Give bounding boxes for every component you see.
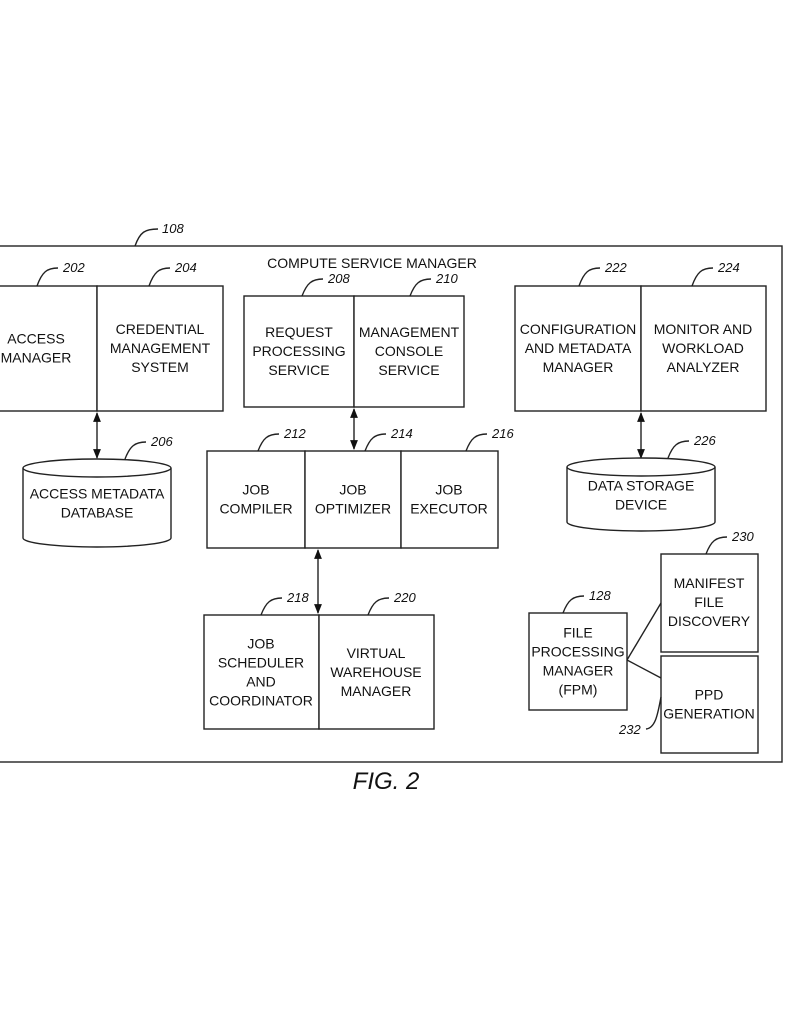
ref-230: 230 [731,529,754,544]
job-executor-label: JOB EXECUTOR [410,482,488,517]
ref-224: 224 [717,260,740,275]
job-optimizer-box: JOB OPTIMIZER 214 [304,426,413,549]
label-line: JOB [247,636,274,652]
file-processing-manager-label: FILE PROCESSING MANAGER (FPM) [531,625,624,698]
ref-leader-108 [134,228,159,247]
label-line: ACCESS METADATA [30,486,165,502]
label-line: DATABASE [61,505,134,521]
label-line: FILE [563,625,593,641]
label-line: JOB [435,482,462,498]
connector-fpm-to-manifest [626,602,662,661]
label-line: REQUEST [265,324,333,340]
ref-222: 222 [604,260,627,275]
figure-label: FIG. 2 [353,768,420,795]
label-line: ANALYZER [667,359,740,375]
access-manager-label: ACCESS MANAGER [1,331,72,366]
label-line: SERVICE [268,362,329,378]
label-line: SERVICE [378,362,439,378]
ref-210: 210 [435,271,458,286]
ref-208: 208 [327,271,350,286]
label-line: AND [246,674,276,690]
label-line: WORKLOAD [662,340,744,356]
job-compiler-label: JOB COMPILER [219,482,292,517]
ref-128: 128 [589,588,611,603]
access-manager-box: ACCESS MANAGER 202 [0,260,98,412]
label-line: EXECUTOR [410,501,488,517]
label-line: MANAGER [543,359,614,375]
credential-management-box: CREDENTIAL MANAGEMENT SYSTEM 204 [96,260,224,412]
label-line: MONITOR AND [654,321,753,337]
label-line: COORDINATOR [209,693,313,709]
label-line: JOB [339,482,366,498]
label-line: SCHEDULER [218,655,304,671]
ref-212: 212 [283,426,306,441]
ref-226: 226 [693,433,716,448]
data-storage-device: DATA STORAGE DEVICE 226 [566,433,716,532]
manifest-file-discovery-box: MANIFEST FILE DISCOVERY 230 [660,529,759,653]
virtual-warehouse-manager-box: VIRTUAL WAREHOUSE MANAGER 220 [318,590,435,730]
label-line: PROCESSING [531,644,624,660]
label-line: MANAGEMENT [110,340,211,356]
ref-220: 220 [393,590,416,605]
label-line: WAREHOUSE [330,664,421,680]
label-line: MANAGER [1,350,72,366]
job-executor-box: JOB EXECUTOR 216 [400,426,514,549]
ppd-generation-box: PPD GENERATION 232 [618,655,759,754]
label-line: COMPILER [219,501,292,517]
job-scheduler-box: JOB SCHEDULER AND COORDINATOR 218 [203,590,320,730]
label-line: MANAGEMENT [359,324,460,340]
label-line: GENERATION [663,706,755,722]
label-line: MANAGER [341,683,412,699]
connector-fpm-to-ppd [626,659,662,679]
management-console-service-box: MANAGEMENT CONSOLE SERVICE 210 [353,271,465,408]
ref-108: 108 [162,221,184,236]
configuration-metadata-manager-label: CONFIGURATION AND METADATA MANAGER [520,321,636,375]
label-line: ACCESS [7,331,65,347]
request-processing-service-box: REQUEST PROCESSING SERVICE 208 [243,271,355,408]
job-scheduler-label: JOB SCHEDULER AND COORDINATOR [209,636,313,709]
ref-214: 214 [390,426,413,441]
label-line: DISCOVERY [668,613,751,629]
label-line: MANAGER [543,663,614,679]
job-optimizer-label: JOB OPTIMIZER [315,482,391,517]
label-line: CONFIGURATION [520,321,636,337]
label-line: SYSTEM [131,359,189,375]
manifest-file-discovery-label: MANIFEST FILE DISCOVERY [668,575,751,629]
monitor-workload-analyzer-box: MONITOR AND WORKLOAD ANALYZER 224 [640,260,767,412]
label-line: FILE [694,594,724,610]
label-line: AND METADATA [525,340,632,356]
data-storage-device-label: DATA STORAGE DEVICE [588,478,695,513]
label-line: MANIFEST [674,575,745,591]
label-line: PROCESSING [252,343,345,359]
ref-218: 218 [286,590,309,605]
monitor-workload-analyzer-label: MONITOR AND WORKLOAD ANALYZER [654,321,753,375]
label-line: CONSOLE [375,343,443,359]
request-processing-service-label: REQUEST PROCESSING SERVICE [252,324,345,378]
ref-232: 232 [618,722,641,737]
management-console-service-label: MANAGEMENT CONSOLE SERVICE [359,324,460,378]
job-compiler-box: JOB COMPILER 212 [206,426,306,549]
label-line: VIRTUAL [347,645,406,661]
configuration-metadata-manager-box: CONFIGURATION AND METADATA MANAGER 222 [514,260,642,412]
label-line: OPTIMIZER [315,501,391,517]
access-metadata-database-label: ACCESS METADATA DATABASE [30,486,165,521]
ref-206: 206 [150,434,173,449]
virtual-warehouse-manager-label: VIRTUAL WAREHOUSE MANAGER [330,645,421,699]
file-processing-manager-box: FILE PROCESSING MANAGER (FPM) 128 [528,588,628,711]
ref-202: 202 [62,260,85,275]
label-line: DEVICE [615,497,667,513]
label-line: DATA STORAGE [588,478,695,494]
credential-management-label: CREDENTIAL MANAGEMENT SYSTEM [110,321,211,375]
ref-216: 216 [491,426,514,441]
ppd-generation-label: PPD GENERATION [663,687,755,722]
label-line: CREDENTIAL [116,321,205,337]
ref-204: 204 [174,260,197,275]
label-line: JOB [242,482,269,498]
label-line: (FPM) [559,682,598,698]
access-metadata-database: ACCESS METADATA DATABASE 206 [22,434,173,548]
label-line: PPD [695,687,724,703]
container-title: COMPUTE SERVICE MANAGER [267,255,477,271]
